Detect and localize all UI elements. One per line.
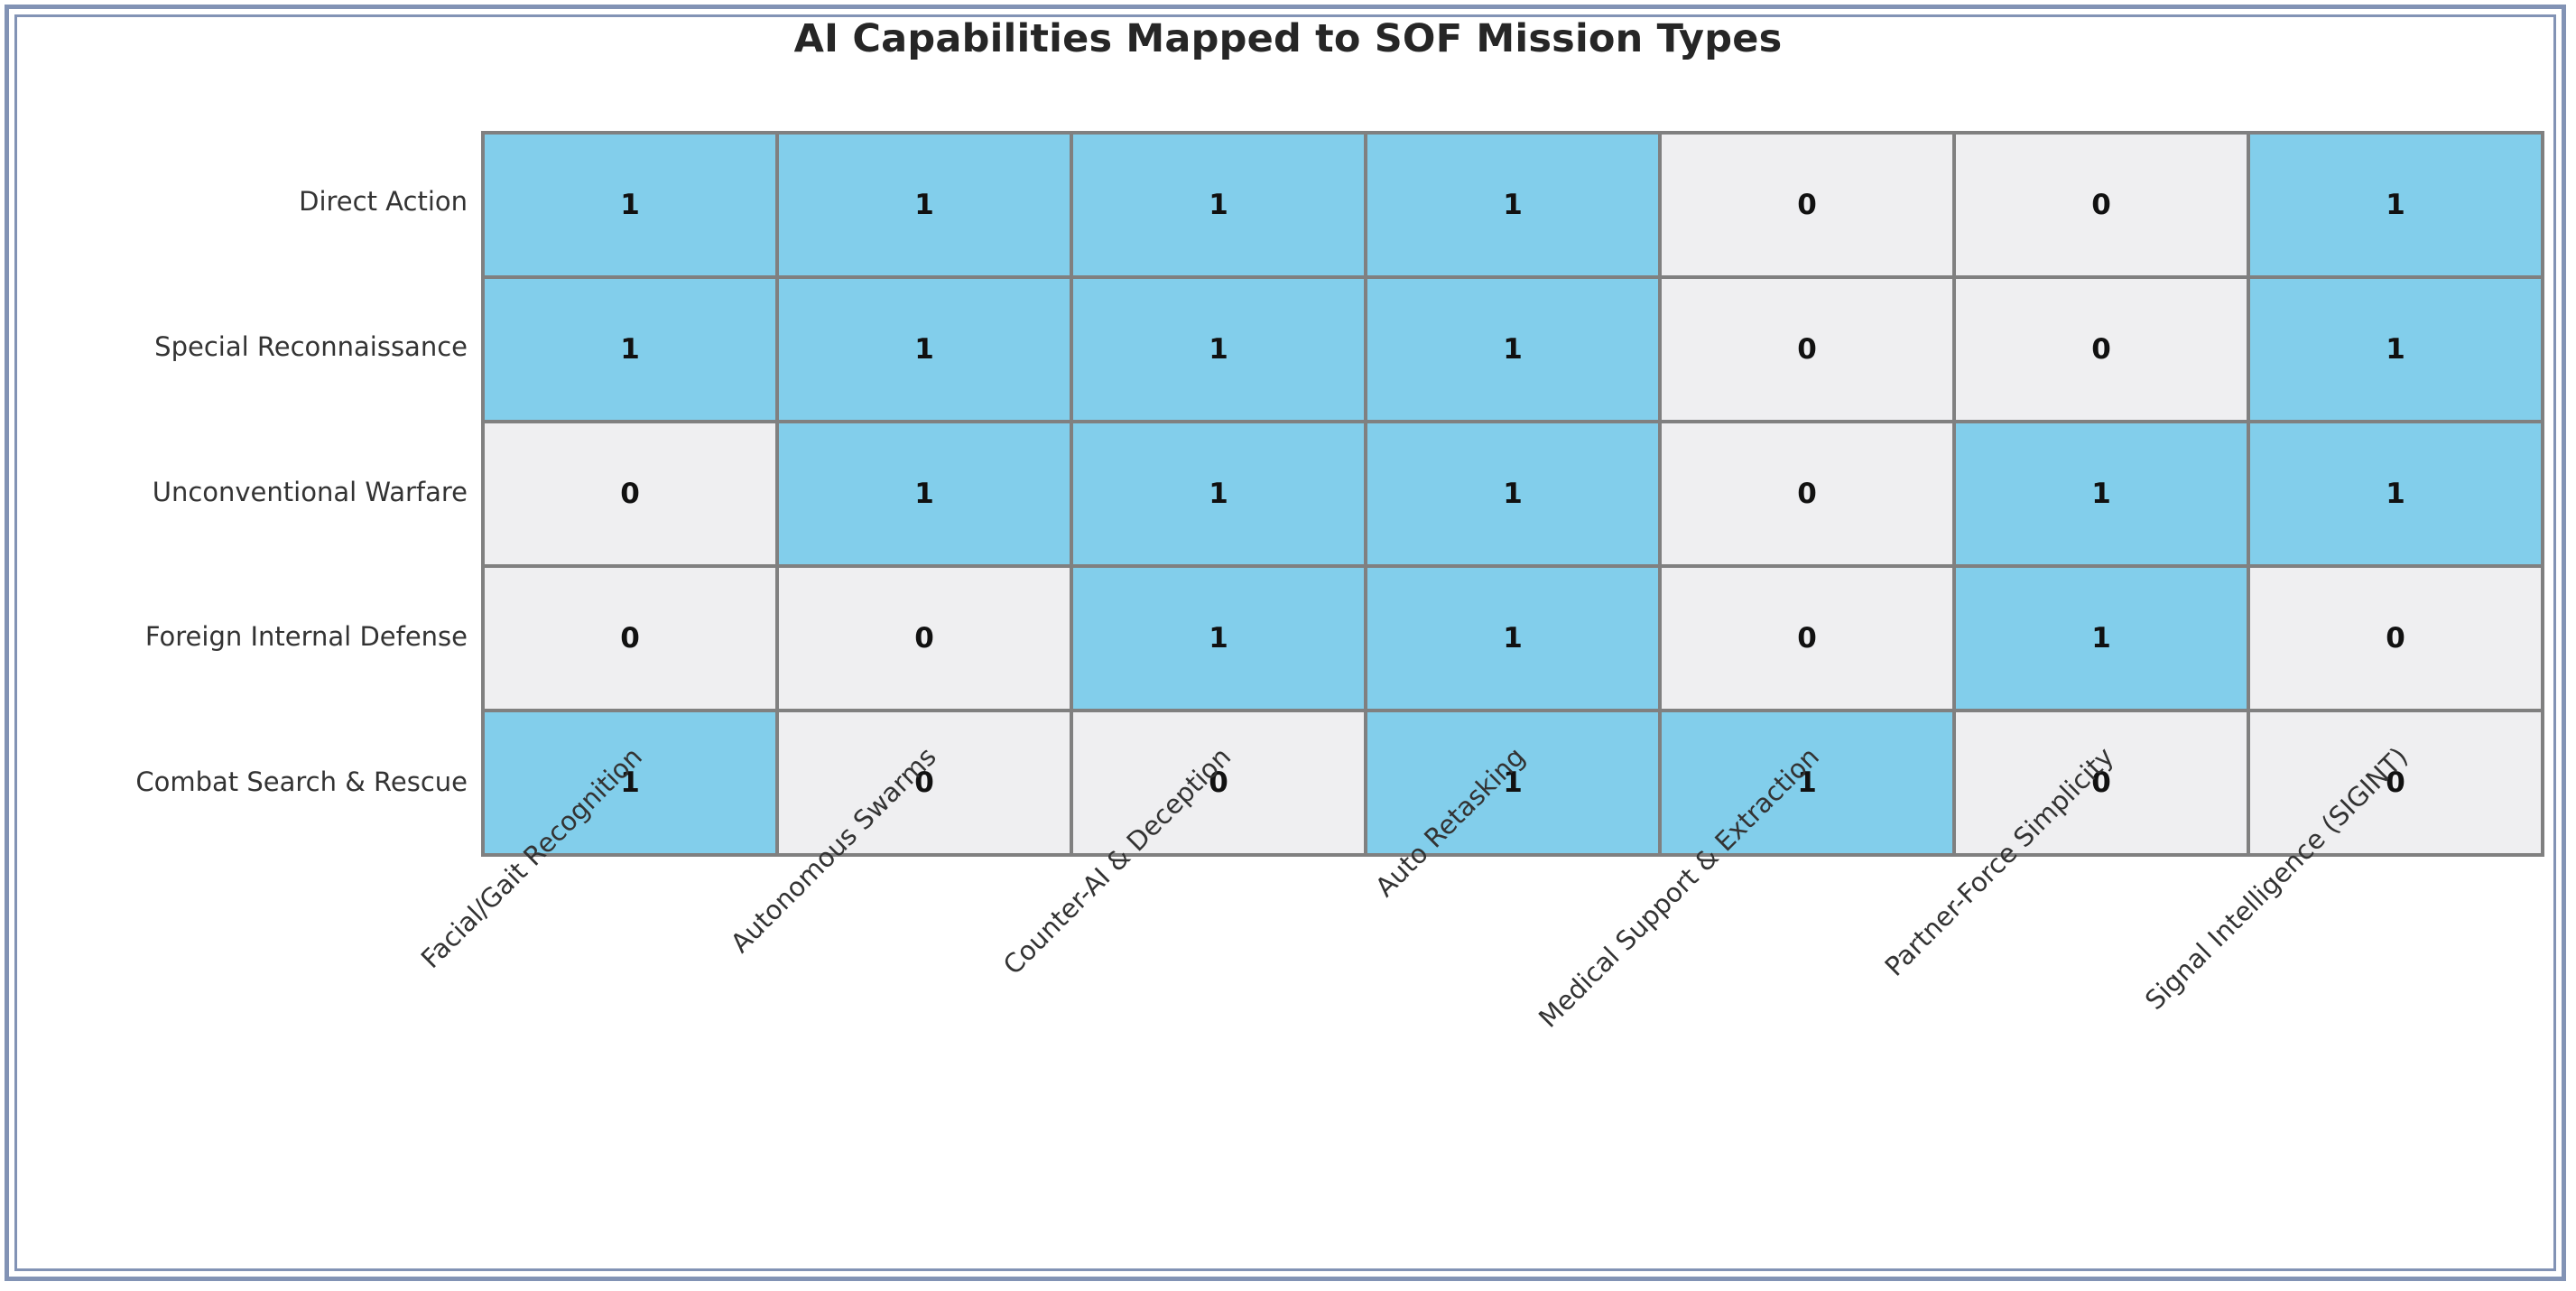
heatmap-cell: 1 — [1364, 275, 1662, 423]
heatmap-cell: 0 — [1952, 131, 2250, 279]
row-label: Combat Search & Rescue — [135, 766, 468, 797]
heatmap-cell: 1 — [1364, 420, 1662, 568]
heatmap-cell: 1 — [481, 275, 779, 423]
heatmap-cell: 1 — [1952, 564, 2250, 712]
chart-title: AI Capabilities Mapped to SOF Mission Ty… — [793, 16, 1783, 61]
heatmap-cell: 1 — [1070, 564, 1367, 712]
heatmap-cell: 0 — [1658, 564, 1956, 712]
heatmap-cell: 0 — [1658, 275, 1956, 423]
heatmap-cell: 1 — [1952, 420, 2250, 568]
heatmap-cell: 1 — [481, 131, 779, 279]
heatmap-cell: 1 — [2247, 131, 2544, 279]
row-label: Special Reconnaissance — [154, 330, 468, 362]
heatmap-cell: 1 — [1658, 709, 1956, 857]
heatmap-cell: 0 — [1658, 420, 1956, 568]
heatmap-cell: 0 — [1952, 709, 2250, 857]
row-label: Unconventional Warfare — [152, 476, 468, 507]
heatmap-cell: 1 — [1070, 275, 1367, 423]
heatmap-cell: 0 — [1952, 275, 2250, 423]
heatmap-cell: 0 — [1070, 709, 1367, 857]
heatmap-cell: 1 — [2247, 420, 2544, 568]
heatmap-cell: 1 — [2247, 275, 2544, 423]
heatmap-cell: 0 — [1658, 131, 1956, 279]
heatmap-cell: 1 — [1364, 131, 1662, 279]
heatmap-cell: 0 — [481, 564, 779, 712]
row-label: Direct Action — [299, 186, 468, 218]
heatmap-cell: 0 — [775, 709, 1073, 857]
heatmap-cell: 1 — [775, 420, 1073, 568]
heatmap-cell: 1 — [1070, 420, 1367, 568]
row-label: Foreign Internal Defense — [144, 621, 468, 653]
heatmap-cell: 1 — [481, 709, 779, 857]
heatmap-cell: 0 — [775, 564, 1073, 712]
heatmap-cell: 1 — [1364, 709, 1662, 857]
heatmap-cell: 1 — [775, 131, 1073, 279]
heatmap-cell: 1 — [775, 275, 1073, 423]
heatmap-cell: 0 — [2247, 709, 2544, 857]
heatmap-cell: 1 — [1070, 131, 1367, 279]
heatmap-cell: 0 — [481, 420, 779, 568]
heatmap-cell: 0 — [2247, 564, 2544, 712]
heatmap-cell: 1 — [1364, 564, 1662, 712]
